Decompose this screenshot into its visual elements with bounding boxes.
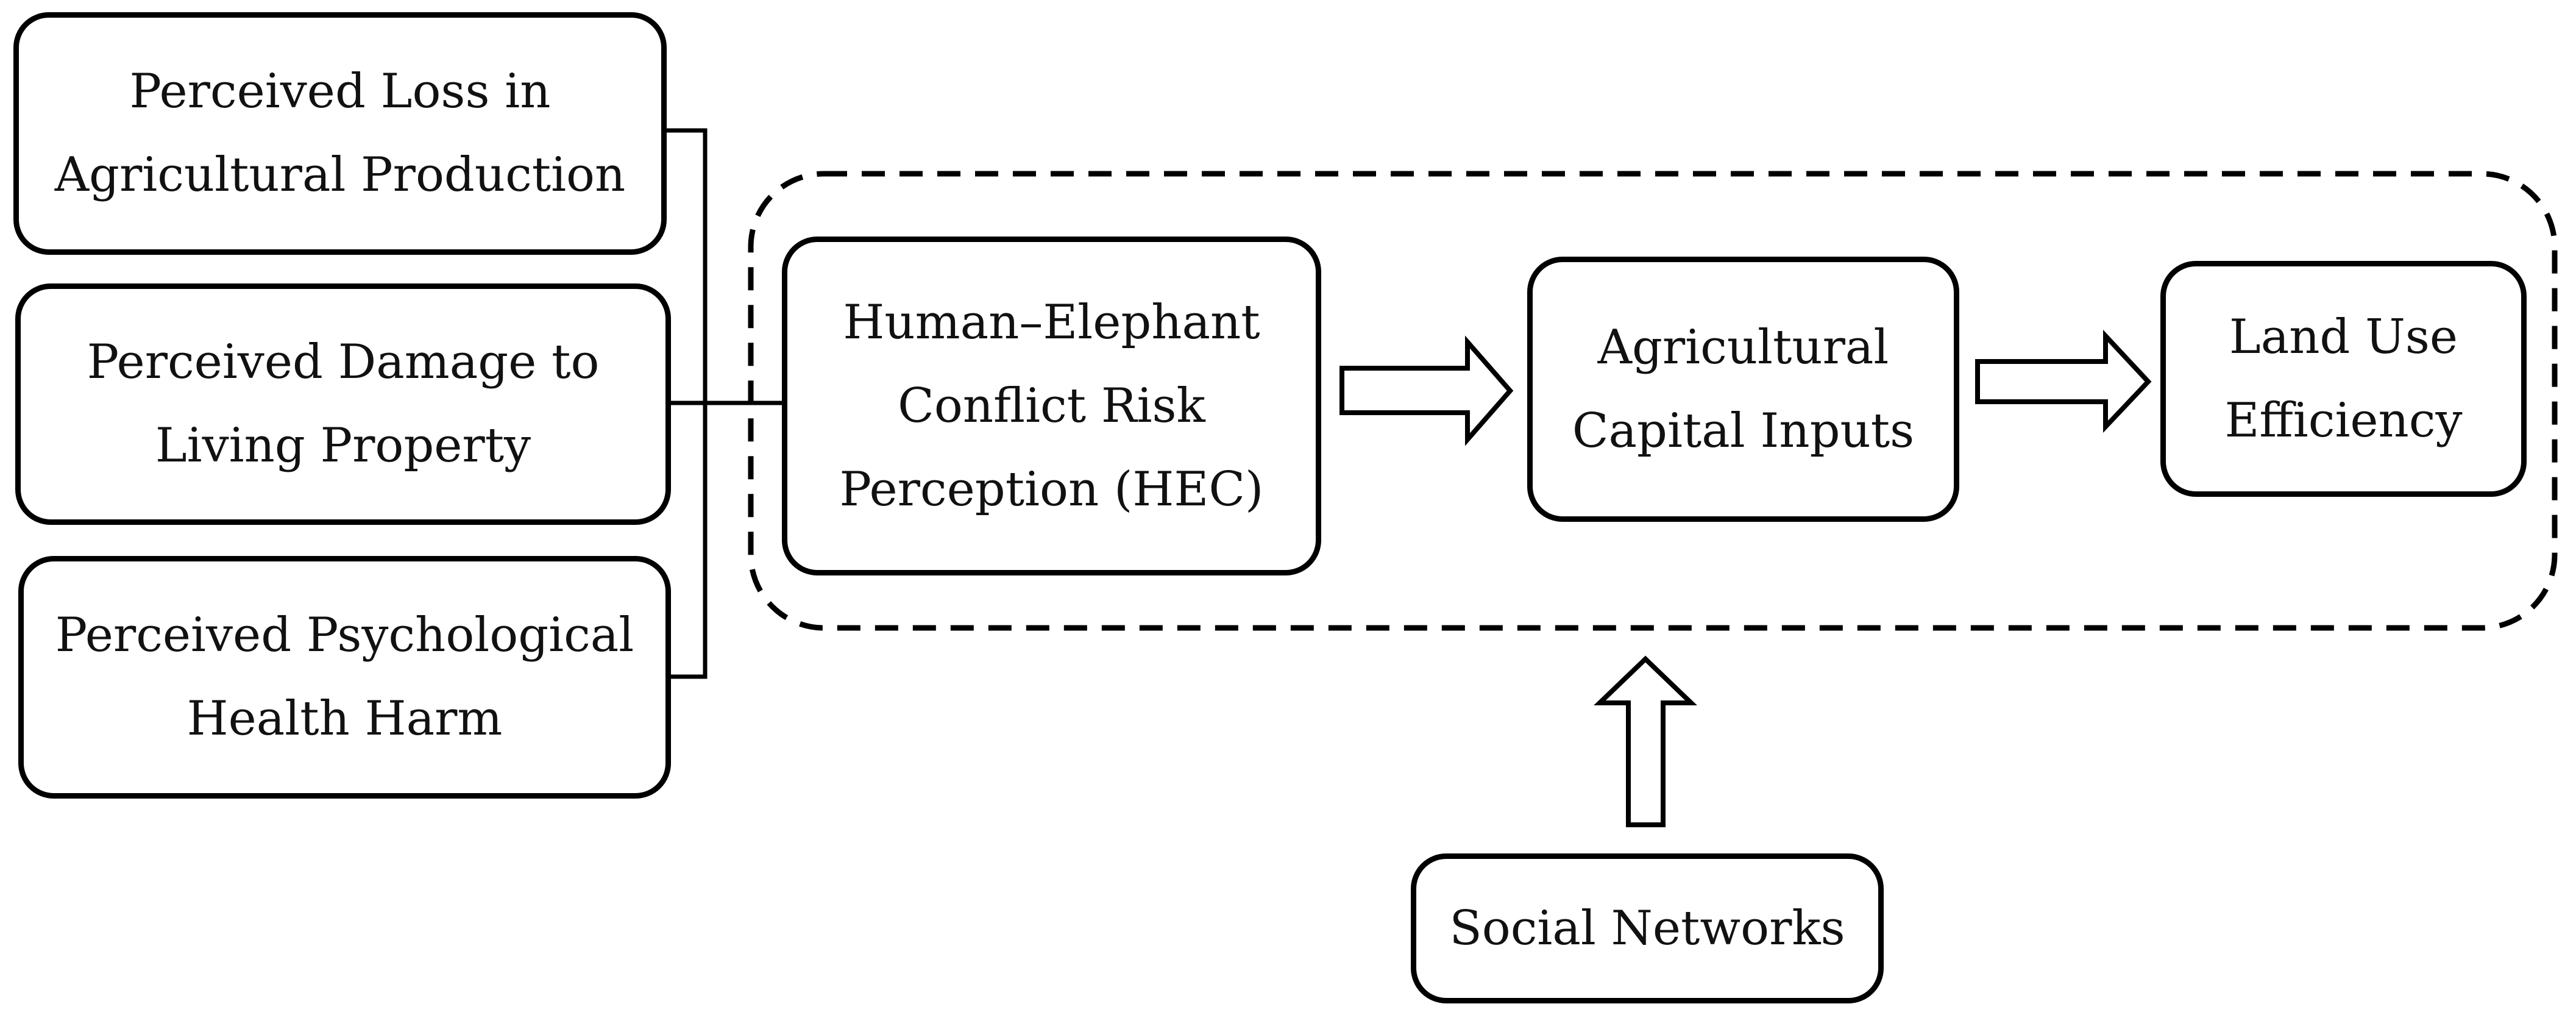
social-networks-box: Social Networks xyxy=(1411,853,1884,1003)
arrow-social-networks-up-icon xyxy=(1594,655,1697,827)
land-use-efficiency-box: Land Use Efficiency xyxy=(2160,261,2527,497)
box-text-line: Agricultural xyxy=(1597,319,1889,375)
agricultural-capital-inputs-box: Agricultural Capital Inputs xyxy=(1527,257,1959,522)
arrow-capital-to-efficiency-icon xyxy=(1975,329,2152,433)
box-text-line: Perceived Psychological xyxy=(55,608,634,663)
perceived-property-damage-box: Perceived Damage to Living Property xyxy=(15,283,671,525)
box-text-line: Perception (HEC) xyxy=(839,461,1264,517)
box-text-line: Capital Inputs xyxy=(1572,403,1915,458)
box-text-line: Health Harm xyxy=(186,691,503,746)
bracket-connector xyxy=(667,128,784,679)
box-text-line: Perceived Loss in xyxy=(129,64,551,119)
perceived-agricultural-loss-box: Perceived Loss in Agricultural Productio… xyxy=(13,12,667,255)
box-text-line: Conflict Risk xyxy=(898,378,1205,433)
box-text-line: Land Use xyxy=(2229,309,2458,365)
box-text-line: Human–Elephant xyxy=(843,294,1260,350)
box-text-line: Perceived Damage to xyxy=(87,335,600,390)
box-text-line: Social Networks xyxy=(1449,900,1845,956)
hec-risk-perception-box: Human–Elephant Conflict Risk Perception … xyxy=(782,237,1321,575)
perceived-psychological-harm-box: Perceived Psychological Health Harm xyxy=(18,556,671,799)
box-text-line: Efficiency xyxy=(2224,393,2463,448)
box-text-line: Living Property xyxy=(155,418,531,473)
box-text-line: Agricultural Production xyxy=(54,148,626,202)
arrow-hec-to-capital-icon xyxy=(1339,335,1514,446)
